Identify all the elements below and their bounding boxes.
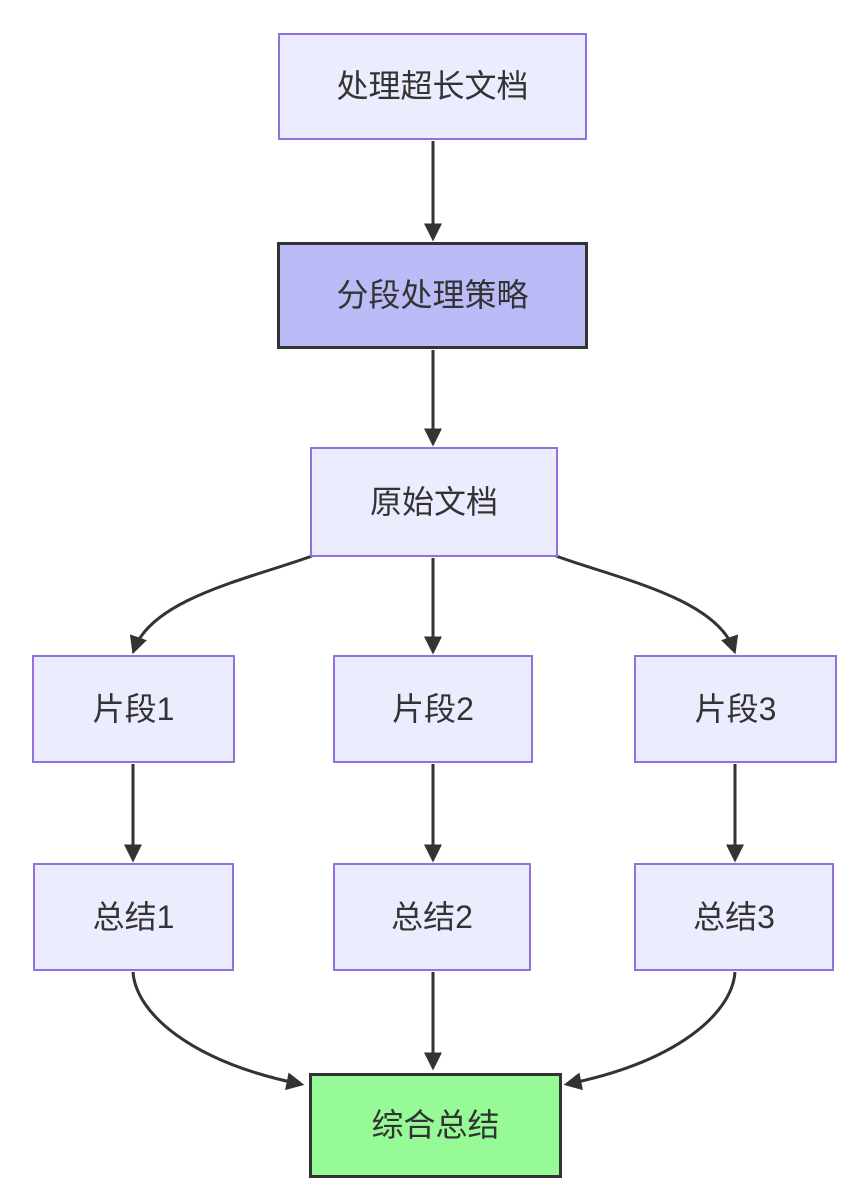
edge-original-to-fragment3 [555, 554, 739, 655]
node-label: 总结1 [92, 898, 175, 935]
edge-summary1-to-final [131, 971, 305, 1091]
node-label: 片段1 [92, 690, 175, 727]
node-original-document: 原始文档 [310, 447, 558, 557]
node-label: 原始文档 [369, 483, 498, 520]
node-label: 片段3 [694, 690, 777, 727]
node-label: 综合总结 [371, 1107, 500, 1144]
node-summary-1: 总结1 [33, 863, 234, 971]
node-label: 总结3 [693, 898, 775, 935]
edge-original-to-fragment1 [129, 554, 313, 655]
node-label: 片段2 [392, 690, 474, 727]
node-summary-2: 总结2 [333, 863, 531, 971]
node-summary-3: 总结3 [634, 863, 834, 971]
node-fragment-1: 片段1 [32, 655, 235, 763]
node-label: 处理超长文档 [336, 68, 529, 105]
node-label: 总结2 [391, 898, 473, 935]
node-segmentation-strategy: 分段处理策略 [277, 242, 588, 349]
node-final-summary: 综合总结 [309, 1073, 562, 1178]
node-process-long-document: 处理超长文档 [278, 33, 587, 140]
edge-summary3-to-final [563, 971, 737, 1091]
node-fragment-3: 片段3 [634, 655, 837, 763]
node-label: 分段处理策略 [336, 277, 529, 314]
node-fragment-2: 片段2 [333, 655, 533, 763]
